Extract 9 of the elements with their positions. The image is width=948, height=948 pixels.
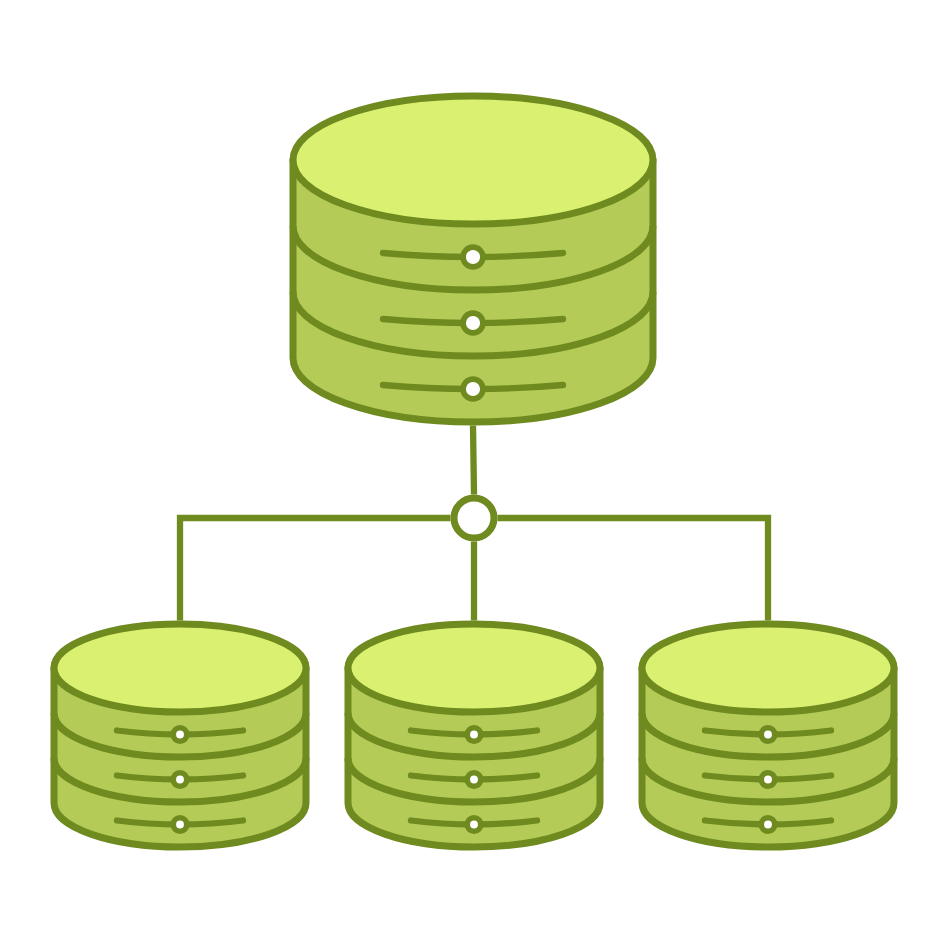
connector-line bbox=[497, 514, 772, 621]
database-drawing bbox=[344, 620, 604, 851]
junction-circle bbox=[450, 494, 498, 542]
connector-line bbox=[176, 514, 451, 621]
database-drawing bbox=[289, 92, 657, 426]
connector-line bbox=[469, 425, 478, 495]
database-drawing bbox=[638, 620, 898, 851]
database-drawing bbox=[50, 620, 310, 851]
connector-line bbox=[470, 541, 478, 621]
